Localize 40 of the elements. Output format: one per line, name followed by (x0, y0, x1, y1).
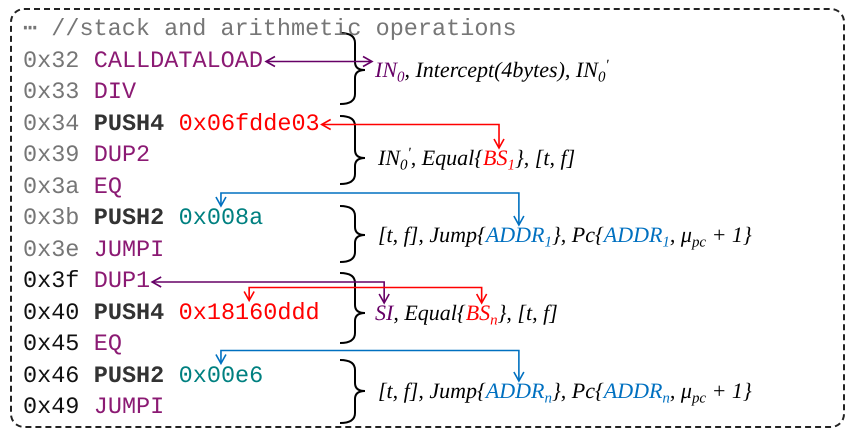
connector-arrow (151, 276, 390, 304)
connector-arrow (215, 192, 525, 226)
address-text: 0x33 (23, 78, 80, 108)
address-text: 0x49 (23, 393, 80, 423)
connector-arrow (320, 118, 505, 149)
opcode-text: PUSH2 (94, 204, 164, 234)
operand-text: 0x00e6 (178, 360, 264, 392)
address-text: 0x32 (23, 46, 80, 76)
operand-text: 0x008a (178, 203, 264, 235)
opcode-text: PUSH2 (94, 362, 164, 392)
address-text: 0x34 (23, 110, 80, 140)
address-text: 0x45 (23, 330, 80, 360)
stack-formula: [t, f], Jump{ADDR$_{n}$}, Pc{ADDR$_{n}$, μ$_{pc}$ + 1} (378, 378, 752, 404)
address-text: 0x3b (23, 204, 80, 234)
operand-text: 0x06fdde03 (178, 108, 320, 140)
stack-formula: [t, f], Jump{ADDR$_{1}$}, Pc{ADDR$_{1}$, μ$_{pc}$ + 1} (378, 222, 752, 248)
address-text: 0x40 (23, 298, 80, 328)
opcode-text: DUP1 (94, 266, 150, 298)
address-text: 0x3a (23, 172, 80, 202)
code-listing-frame (10, 8, 845, 428)
code-comment: ⋯ //stack and arithmetic operations (23, 15, 517, 45)
address-text: 0x46 (23, 362, 80, 392)
opcode-text: CALLDATALOAD (94, 46, 263, 78)
opcode-text: DUP2 (94, 141, 150, 171)
opcode-text: JUMPI (94, 393, 164, 423)
connector-arrow (265, 56, 373, 68)
address-text: 0x39 (23, 141, 80, 171)
stack-formula: SI, Equal{BS$_{n}$}, [t, f] (375, 300, 558, 326)
opcode-text: EQ (94, 330, 122, 360)
opcode-text: JUMPI (94, 236, 164, 266)
address-text: 0x3f (23, 267, 80, 297)
opcode-text: PUSH4 (94, 298, 164, 328)
stack-formula: IN$_{0}$$^{'}$, Equal{BS$_{1}$}, [t, f] (378, 145, 576, 171)
opcode-text: PUSH4 (94, 110, 164, 140)
opcode-text: EQ (94, 172, 122, 202)
opcode-text: DIV (94, 78, 136, 108)
address-text: 0x3e (23, 236, 80, 266)
operand-text: 0x18160ddd (178, 298, 320, 330)
connector-arrow (243, 286, 488, 304)
connector-arrow (215, 350, 525, 382)
